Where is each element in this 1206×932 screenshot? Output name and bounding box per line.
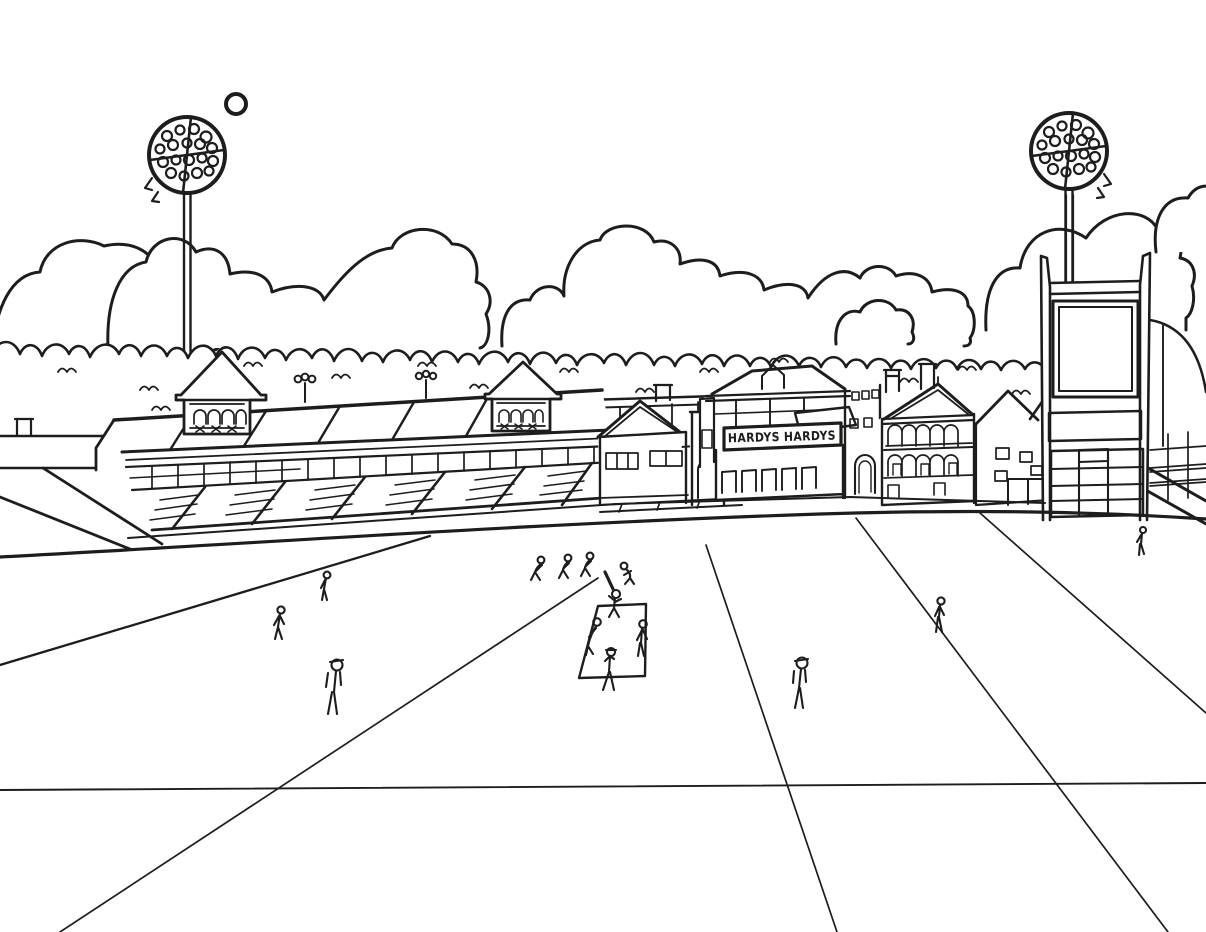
annex-window bbox=[701, 429, 713, 449]
fielder-walking-2 bbox=[557, 553, 573, 580]
fielder-left-1 bbox=[319, 570, 332, 602]
roof-lamp-posts bbox=[293, 369, 438, 403]
close-fielder bbox=[635, 619, 649, 658]
pavilion-turret-1 bbox=[174, 350, 268, 436]
cloud bbox=[106, 228, 492, 350]
boundary-wall-top bbox=[127, 496, 1046, 539]
seating-hatch bbox=[149, 470, 587, 521]
clouds bbox=[0, 184, 1206, 352]
chimney bbox=[13, 417, 35, 438]
fielder-right-2 bbox=[791, 656, 810, 710]
window-strip bbox=[605, 452, 639, 470]
umpire bbox=[601, 646, 618, 692]
scoreboard-screen bbox=[1051, 299, 1140, 399]
cricket-ball bbox=[224, 92, 248, 116]
batsman bbox=[603, 570, 623, 619]
tower-post-left bbox=[1039, 254, 1052, 522]
cricket-bat bbox=[603, 570, 615, 591]
turret-arch-windows bbox=[498, 409, 544, 423]
victorian-pavilion bbox=[878, 362, 976, 508]
gable-roof bbox=[974, 389, 1040, 426]
stand-base bbox=[150, 495, 618, 532]
window-strip bbox=[649, 450, 683, 467]
cloud bbox=[834, 299, 916, 346]
roof-dormer bbox=[761, 364, 785, 390]
chimney bbox=[882, 368, 903, 394]
window-band-bottom bbox=[130, 460, 614, 492]
tower-beam bbox=[1048, 279, 1142, 296]
base-windows bbox=[887, 482, 946, 498]
scoreboard-band bbox=[1047, 409, 1143, 443]
chimney bbox=[917, 362, 938, 391]
hardys-sign-text: HARDYS HARDYS bbox=[728, 428, 836, 446]
curved-roof bbox=[1148, 318, 1206, 394]
fielder-right-1 bbox=[933, 596, 946, 634]
hardys-sign bbox=[722, 421, 843, 452]
hardys-pavilion: HARDYS HARDYS bbox=[698, 364, 880, 502]
floodlight-lamps bbox=[154, 122, 220, 182]
stand-roof-eave bbox=[120, 428, 612, 454]
boundary bbox=[0, 496, 1206, 559]
arch-doorway bbox=[853, 454, 877, 496]
small-windows bbox=[849, 417, 873, 429]
cloud bbox=[1153, 184, 1206, 254]
floodlight-left bbox=[143, 115, 227, 426]
scoreboard-area-behind bbox=[1126, 318, 1206, 526]
fielder-left-3 bbox=[324, 658, 345, 716]
chimney bbox=[652, 383, 674, 403]
small-windows bbox=[851, 389, 880, 401]
fielder-walking-1 bbox=[529, 555, 546, 582]
outfield-lines bbox=[0, 512, 1206, 932]
non-striker bbox=[584, 617, 602, 657]
tower-post-right bbox=[1138, 251, 1152, 522]
lower-arcade bbox=[883, 454, 974, 479]
turret-x-braces bbox=[195, 425, 237, 433]
spectator-far-right bbox=[1135, 525, 1148, 557]
wicketkeeper bbox=[619, 561, 636, 586]
players bbox=[272, 525, 1148, 716]
grass-bank bbox=[0, 466, 164, 551]
scattered-windows bbox=[994, 447, 1043, 482]
scoreboard-tower bbox=[1039, 193, 1152, 522]
fielder-left-2 bbox=[272, 605, 286, 641]
upper-arcade bbox=[885, 424, 973, 447]
pavilion-turret-2 bbox=[483, 360, 563, 433]
hardys-doors bbox=[721, 466, 817, 494]
window-band-top bbox=[124, 444, 612, 469]
hardys-roof bbox=[710, 364, 847, 396]
seating-aisles bbox=[170, 461, 594, 531]
tree-squiggles bbox=[57, 357, 1031, 411]
boundary-line bbox=[0, 509, 1206, 559]
floodlight-lamps bbox=[1036, 118, 1102, 178]
turret-x-braces bbox=[500, 423, 537, 430]
fielder-walking-3 bbox=[579, 551, 595, 578]
turret-arch-windows bbox=[193, 409, 247, 425]
right-lattice-fence bbox=[1149, 431, 1206, 501]
gable-house bbox=[596, 383, 689, 507]
